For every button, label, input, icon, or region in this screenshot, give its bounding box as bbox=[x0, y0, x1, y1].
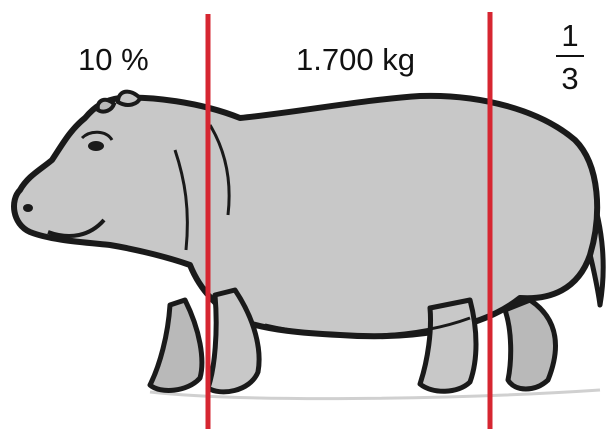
fraction-label: 1 3 bbox=[552, 20, 588, 94]
head-percent-label: 10 % bbox=[78, 44, 149, 75]
hippo-ear bbox=[98, 100, 114, 112]
hippo-ear bbox=[118, 92, 140, 105]
hippo-far-front-leg bbox=[150, 300, 202, 390]
body-weight-label: 1.700 kg bbox=[296, 44, 415, 75]
hippo-eye bbox=[88, 141, 104, 151]
hippo-near-hind-leg bbox=[420, 300, 476, 391]
fraction-numerator: 1 bbox=[552, 20, 588, 55]
hippo-nostril bbox=[23, 204, 33, 212]
fraction-denominator: 3 bbox=[552, 57, 588, 94]
hippo-far-hind-leg bbox=[505, 300, 555, 389]
